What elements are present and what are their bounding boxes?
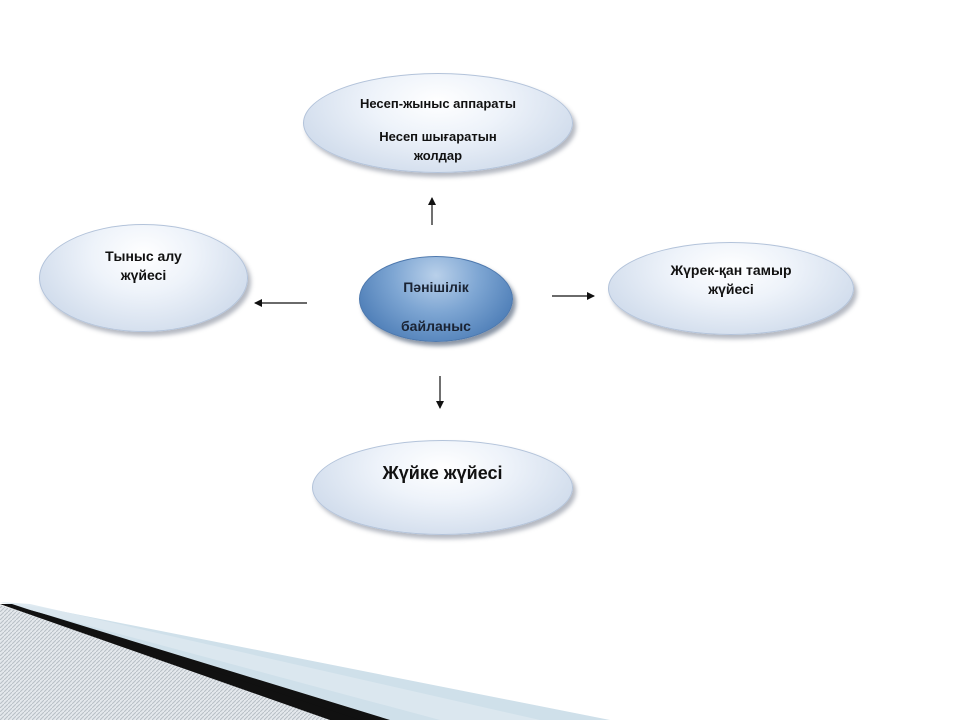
node-interdisciplinary-line1: Пәнішілік [403, 279, 469, 295]
node-nervous-line1: Жүйке жүйесі [382, 463, 503, 483]
node-respiratory-line2: жүйесі [120, 267, 167, 283]
node-interdisciplinary-line2: байланыс [401, 318, 471, 334]
node-nervous: Жүйке жүйесі [312, 440, 573, 535]
node-urogenital: Несеп-жыныс аппараты Несеп шығаратын жол… [303, 73, 573, 173]
node-cardiovascular: Жүрек-қан тамыр жүйесі [608, 242, 854, 335]
node-urogenital-line3: жолдар [413, 148, 463, 163]
node-cardiovascular-line2: жүйесі [708, 281, 754, 297]
node-interdisciplinary: Пәнішілік байланыс [359, 256, 513, 342]
node-urogenital-line2: Несеп шығаратын [379, 129, 497, 144]
node-respiratory-line1: Тыныс алу [105, 248, 182, 264]
node-urogenital-line1: Несеп-жыныс аппараты [359, 96, 516, 111]
node-cardiovascular-line1: Жүрек-қан тамыр [670, 262, 792, 278]
node-respiratory: Тыныс алу жүйесі [39, 224, 248, 332]
